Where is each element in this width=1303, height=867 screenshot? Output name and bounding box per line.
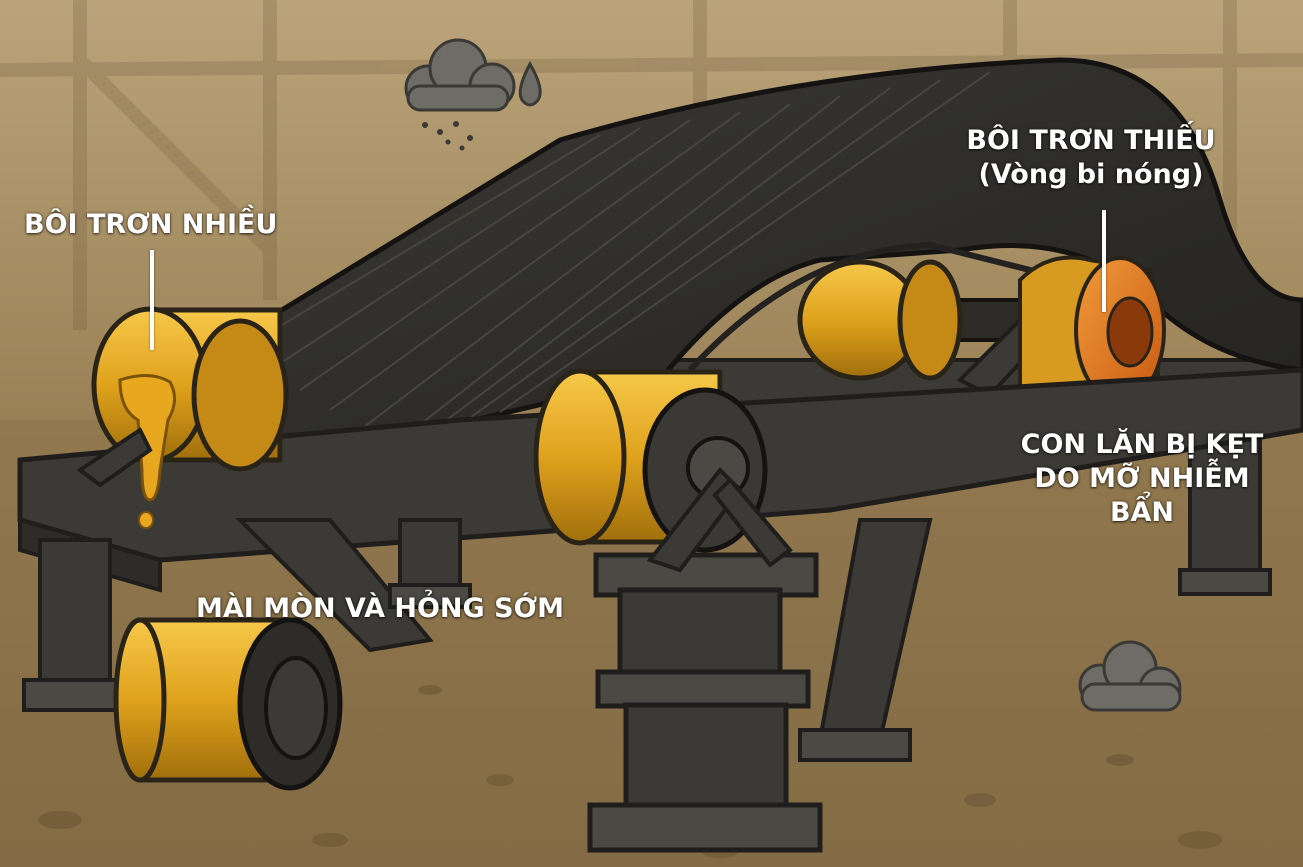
under-lubrication-pointer — [1102, 210, 1106, 312]
label-wear-failure: MÀI MÒN VÀ HỎNG SỚM — [196, 592, 564, 626]
label-over-lubrication-text: BÔI TRƠN NHIỀU — [24, 209, 278, 240]
worn-roller — [113, 617, 343, 791]
label-stuck-roller-line2: DO MỠ NHIỄM — [1034, 463, 1250, 494]
label-stuck-roller-line3: BẨN — [1109, 497, 1175, 528]
label-over-lubrication: BÔI TRƠN NHIỀU — [24, 208, 277, 242]
over-lubrication-pointer — [150, 250, 154, 350]
rain-cloud-icon — [404, 38, 516, 151]
label-under-lubrication-line1: BÔI TRƠN THIẾU — [966, 125, 1216, 156]
stuck-roller — [533, 368, 793, 573]
label-wear-failure-text: MÀI MÒN VÀ HỎNG SỚM — [196, 593, 564, 624]
label-stuck-roller: CON LĂN BỊ KẸT DO MỠ NHIỄM BẨN — [1018, 428, 1266, 530]
over-lubricated-roller — [76, 306, 289, 529]
label-under-lubrication-line2: (Vòng bi nóng) — [978, 159, 1204, 190]
label-stuck-roller-line1: CON LĂN BỊ KẸT — [1020, 429, 1264, 460]
conveyor-belt — [196, 57, 1303, 473]
dust-cloud-icon — [1078, 640, 1182, 712]
droplet-icon — [518, 60, 542, 107]
ground-pebbles — [38, 685, 1222, 858]
label-under-lubrication: BÔI TRƠN THIẾU (Vòng bi nóng) — [950, 124, 1232, 192]
back-idler-roller — [797, 259, 1063, 398]
